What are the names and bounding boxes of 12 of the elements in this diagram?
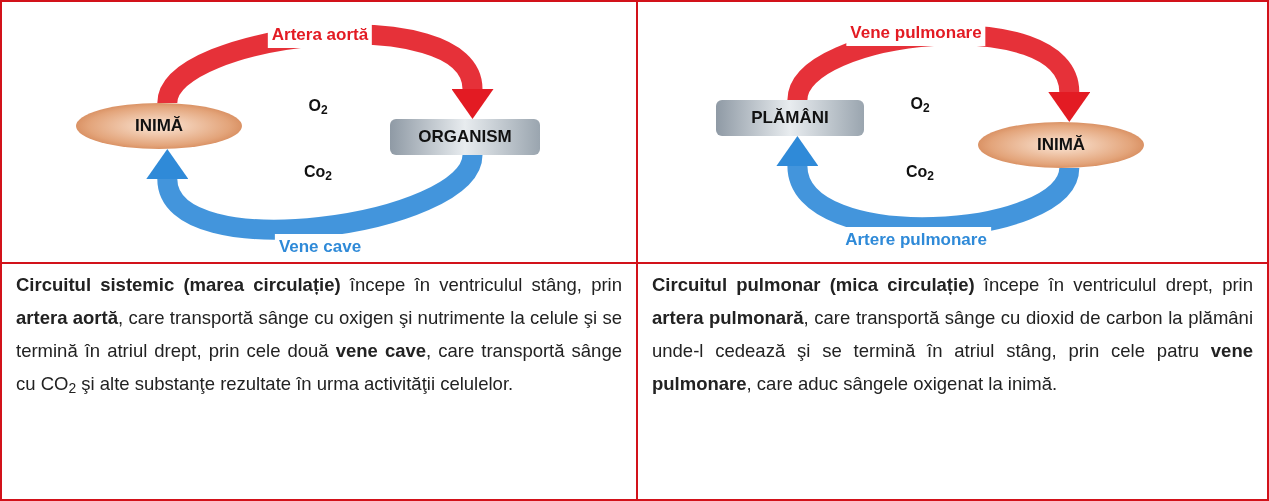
description-paragraph: Circuitul pulmonar (mica circulație) începe în ventriculul drept, prin artera pulmonară, care transportă sânge cu dioxid de carbon la plămâni unde-l cedează şi se termină în atriul stâng, prin cele patru vene pulmonare, care aduc sângele oxigenat la inimă. xyxy=(651,273,1254,396)
edge-label: Artera aortă xyxy=(267,22,373,48)
ellipse-node: INIMĂ xyxy=(978,122,1144,168)
gas-label: Co$_{2}$ xyxy=(906,162,934,184)
gas-label: O$_{2}$ xyxy=(308,96,328,118)
description-paragraph: Circuitul sistemic (marea circulație) începe în ventriculul stâng, prin artera aortă, care transportă sânge cu oxigen şi nutrimente la celule şi se termină în atriul drept, prin cele două vene cave, care transportă sânge cu CO$_{2}$ şi alte substanţe rezultate în urma activităţii celulelor. xyxy=(15,273,623,399)
rounded-box: PLĂMÂNI xyxy=(716,100,864,136)
ellipse-node: INIMĂ xyxy=(76,103,242,149)
curved-arrow xyxy=(149,150,482,240)
rounded-box: ORGANISM xyxy=(390,119,540,155)
gas-label: Co$_{2}$ xyxy=(304,162,332,184)
gas-label: O$_{2}$ xyxy=(910,94,930,116)
